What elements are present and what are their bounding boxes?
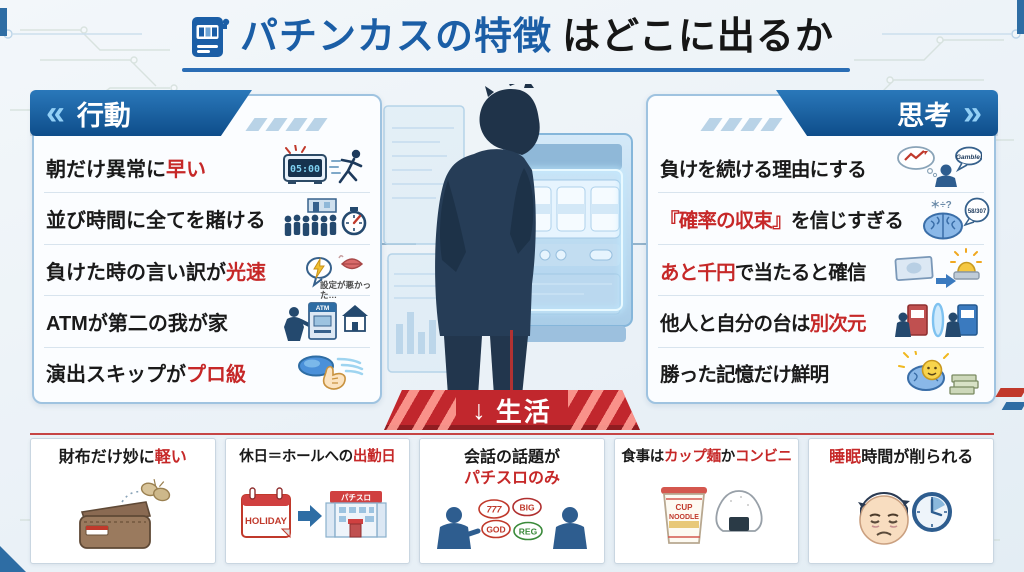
clock-time-label: 05:00 [290,164,320,175]
lightning-bubble-lips-icon [306,255,364,288]
cup-label-line2: NOODLE [669,514,699,521]
title-underline [182,68,850,72]
queue-stopwatch-icon [284,197,367,236]
card-text-line2: パチスロのみ [463,469,560,487]
atm-label: ATM [316,305,330,312]
brain-math-icon: ＊÷? 58/307 [923,197,990,240]
thinking-panel-label: 思考 [897,100,952,131]
bubble-god-label: GOD [486,525,505,535]
happy-brain-money-icon [898,350,979,395]
math-symbols-label: ＊÷? [930,199,952,211]
chevron-left-icon: « [46,94,65,132]
person-silhouette [435,84,540,396]
card-text: 睡眠時間が削られる [829,449,974,466]
tired-face-clock-icon [858,491,953,545]
bubble-777-label: 777 [486,505,502,515]
card-text: 財布だけ妙に軽い [58,449,187,466]
button-press-hand-icon [298,355,364,390]
behavior-panel-label: 行動 [76,100,131,131]
header-stripes [245,118,328,131]
life-card-food: 食事はカップ麺かコンビニ CUP NOODLE [613,438,800,564]
life-card-sleep: 睡眠時間が削られる [808,438,994,564]
slot-machine-icon [192,17,230,57]
page-title: パチンカスの特徴 はどこに出るか [0,10,1024,64]
item-text: 『確率の収束』を信じすぎる [660,210,904,233]
corner-accent-bottom-left [0,546,26,572]
pachislot-talk-icon: 777 BIG GOD REG [436,497,587,550]
excuse-note-label: 設定が悪かった… [320,279,372,300]
title-highlight: パチンカスの特徴 [240,16,553,58]
item-text: 朝だけ異常に早い [46,158,206,181]
header-stripes [700,118,783,131]
hall-sign-label: パチスロ [341,492,371,502]
behavior-item-excuse: 負けた時の言い訳が光速 設定が悪かった… [44,245,371,300]
thinking-item-thousand-yen: あと千円で当たると確信 [658,245,984,297]
behavior-item-atm: ATMが第二の我が家 ATM [44,296,370,348]
item-text: 負けを続ける理由にする [660,158,867,181]
behavior-item-skip: 演出スキップがプロ級 [44,348,370,398]
losing-chart-gamble-icon: Gamble! [897,146,982,188]
card-text: 食事はカップ麺かコンビニ [621,449,792,465]
card-text: 休日＝ホールへの出勤日 [239,449,396,465]
holiday-calendar-to-hall-icon: HOLIDAY パチスロ [241,487,387,539]
thinking-panel-header: 思考 » [776,90,998,136]
card-text-line1: 会話の話題が [463,449,560,466]
bubble-reg-label: REG [519,527,538,537]
thinking-item-other-dimension: 他人と自分の台は別次元 [658,296,984,348]
item-text: あと千円で当たると確信 [660,261,867,284]
bubble-big-label: BIG [519,503,535,513]
calendar-label: HOLIDAY [245,516,288,527]
item-text: 並び時間に全てを賭ける [46,210,266,233]
thinking-item-reason-to-lose: 負けを続ける理由にする Gamble! [658,142,984,194]
cup-noodle-onigiri-icon: CUP NOODLE [660,486,763,544]
corner-accent-right-red [995,388,1024,397]
life-section-divider [30,433,994,435]
item-text: 負けた時の言い訳が光速 [46,261,266,284]
atm-house-icon: ATM [284,302,368,342]
alarm-clock-runner-icon: 05:00 [283,145,363,185]
money-to-jackpot-icon [894,248,982,289]
life-card-holiday: 休日＝ホールへの出勤日 HOLIDAY パチスロ [224,438,411,564]
life-card-wallet: 財布だけ妙に軽い [30,438,216,564]
item-text: 他人と自分の台は別次元 [660,312,867,335]
empty-wallet-butterfly-icon [78,478,170,549]
corner-accent-top-right [1017,0,1024,34]
life-cards-row: 財布だけ妙に軽い 休日＝ホールへの出勤 [30,438,994,564]
behavior-panel: « 行動 朝だけ異常に早い 05:00 [30,90,382,404]
fraction-label: 58/307 [968,209,987,215]
life-banner-label: 生活 [495,396,552,427]
corner-accent-right-blue [1001,402,1024,410]
item-text: 演出スキップがプロ級 [46,364,246,387]
life-card-conversation: 会話の話題が パチスロのみ 777 BIG GOD REG [419,438,605,564]
behavior-item-queue: 並び時間に全てを賭ける [44,193,370,245]
two-machines-portal-icon [895,303,978,338]
title-rest: はどこに出るか [562,16,834,58]
thinking-panel: 思考 » 負けを続ける理由にする [646,90,998,404]
life-banner: ↓ 生活 [384,390,640,430]
behavior-item-early-morning: 朝だけ異常に早い 05:00 [44,142,370,194]
cup-label-line1: CUP [675,503,693,512]
center-illustration [383,84,633,396]
thinking-item-vivid-memory: 勝った記憶だけ鮮明 [658,348,984,398]
connector-down-red [510,330,513,394]
corner-accent-top-left [0,8,7,36]
item-text: ATMが第二の我が家 [46,312,228,335]
chevron-right-icon: » [963,94,982,132]
gamble-bubble-label: Gamble! [956,154,982,161]
thinking-item-probability: 『確率の収束』を信じすぎる ＊÷? 58/307 [658,193,990,245]
behavior-panel-header: « 行動 [30,90,252,136]
down-arrow-icon: ↓ [472,394,486,425]
item-text: 勝った記憶だけ鮮明 [660,364,829,387]
